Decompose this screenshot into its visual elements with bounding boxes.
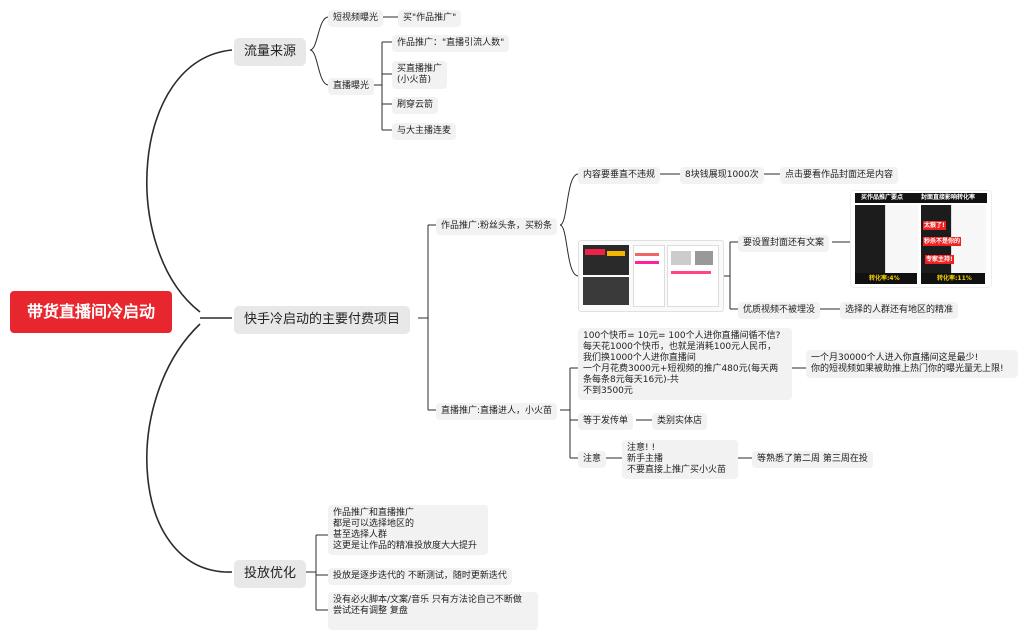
panel-tag-2: 秒杀不是你的: [923, 237, 962, 246]
node-live-child-1[interactable]: 作品推广："直播引流人数": [392, 35, 510, 52]
panel-header-left: 买作品推广要点: [861, 194, 904, 201]
topic-traffic-source[interactable]: 流量来源: [234, 38, 307, 66]
node-works-promotion[interactable]: 作品推广:粉丝头条，买粉条: [436, 218, 558, 235]
node-live-child-4[interactable]: 与大主播连麦: [392, 123, 457, 140]
node-least-30000[interactable]: 一个月30000个人进入你直播间这是最少! 你的短视频如果被助推上热门你的曝光量…: [806, 350, 1018, 378]
node-target-precision[interactable]: 选择的人群还有地区的精准: [840, 302, 959, 319]
panel-tag-1: 太狠了!: [923, 221, 946, 230]
node-content-rule[interactable]: 内容要垂直不违规: [578, 167, 661, 184]
node-short-video-child[interactable]: 买"作品推广": [398, 10, 462, 27]
panel-rate-left: 转化率:4%: [869, 275, 900, 282]
topic-optimization[interactable]: 投放优化: [234, 560, 307, 588]
node-quality-video[interactable]: 优质视频不被埋没: [738, 302, 821, 319]
node-optimize-3[interactable]: 没有必火脚本/文案/音乐 只有方法论自己不断做 尝试还有调整 复盘: [328, 592, 538, 630]
topic-paid-projects[interactable]: 快手冷启动的主要付费项目: [234, 306, 411, 334]
node-optimize-2[interactable]: 投放是逐步迭代的 不断测试，随时更新迭代: [328, 568, 512, 585]
node-flyer[interactable]: 等于发传单: [578, 413, 634, 430]
node-cover-copy[interactable]: 要设置封面还有文案: [738, 235, 830, 252]
panel-rate-right: 转化率:11%: [937, 275, 972, 282]
node-note[interactable]: 注意: [578, 451, 607, 468]
node-short-video[interactable]: 短视频曝光: [328, 10, 384, 27]
node-live-promotion[interactable]: 直播推广:直播进人，小火苗: [436, 403, 558, 420]
node-store[interactable]: 类别实体店: [652, 413, 708, 430]
root-topic[interactable]: 带货直播间冷启动: [10, 291, 173, 333]
node-optimize-1[interactable]: 作品推广和直播推广 都是可以选择地区的 甚至选择人群 这更是让作品的精准投放度大…: [328, 505, 488, 555]
node-price[interactable]: 8块钱展现1000次: [680, 167, 764, 184]
node-click[interactable]: 点击要看作品封面还是内容: [780, 167, 899, 184]
screenshot-thumbnail: [578, 240, 724, 312]
node-note-child[interactable]: 注意! ! 新手主播 不要直接上推广买小火苗: [622, 440, 738, 479]
image-panel: 买作品推广要点 封面直接影响转化率 太狠了! 秒杀不是你的 专家主持! 转化率:…: [850, 190, 992, 288]
node-live-child-3[interactable]: 刷穿云箭: [392, 97, 439, 114]
node-live-child-2[interactable]: 买直播推广 (小火苗): [392, 61, 448, 89]
node-live-exposure[interactable]: 直播曝光: [328, 78, 375, 95]
node-second-week[interactable]: 等熟悉了第二周 第三周在投: [752, 451, 873, 468]
node-kuaibi-math[interactable]: 100个快币= 10元= 100个人进你直播间循不信? 每天花1000个快币，也…: [578, 328, 792, 400]
panel-tag-3: 专家主持!: [925, 255, 954, 264]
panel-header-right: 封面直接影响转化率: [921, 194, 976, 201]
